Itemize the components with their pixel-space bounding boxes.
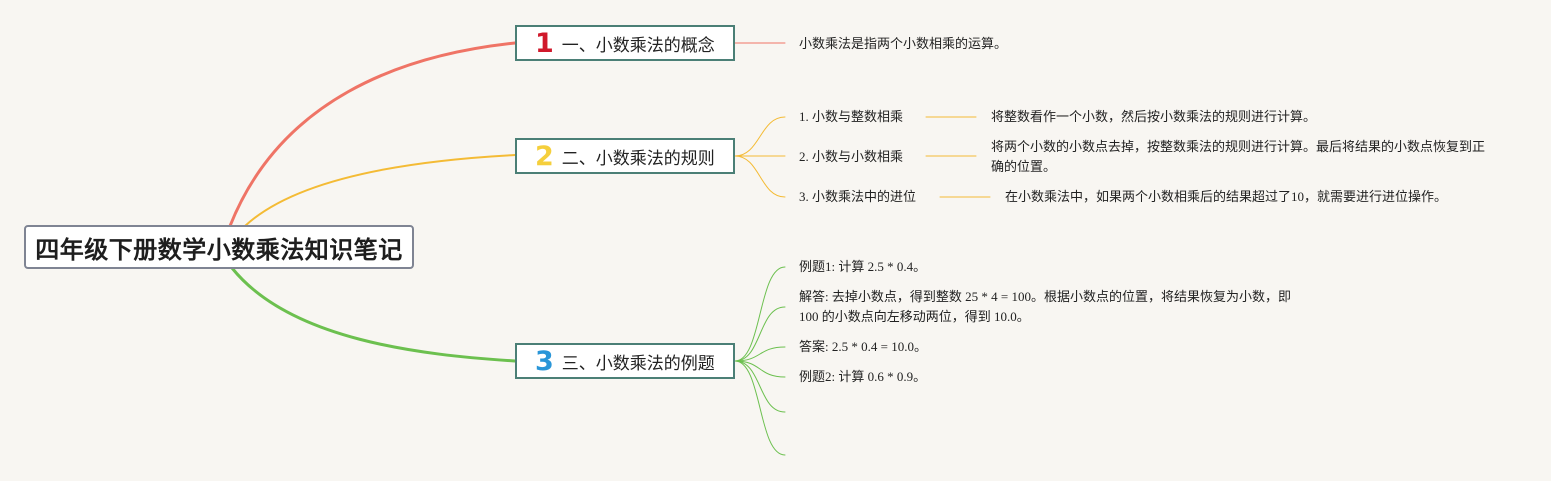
connector-root-branch-2 — [244, 154, 516, 227]
connector-branch-3-item-1 — [734, 266, 786, 362]
concept-detail[interactable]: 小数乘法是指两个小数相乘的运算。 — [799, 36, 1008, 51]
branch-title: 一、小数乘法的概念 — [561, 35, 715, 56]
example-1-answer[interactable]: 答案: 2.5 * 0.4 = 10.0。 — [799, 339, 927, 354]
connector-branch-3-item-3 — [734, 346, 786, 362]
branch-title: 三、小数乘法的例题 — [561, 353, 715, 374]
connector-root-branch-3 — [230, 266, 517, 363]
connector-branch-2-item-3 — [734, 155, 786, 198]
branch-number-1: 1 — [535, 27, 554, 59]
connector-branch-3-item-2 — [734, 306, 786, 362]
root-topic[interactable]: 四年级下册数学小数乘法知识笔记 — [24, 225, 414, 269]
rule-detail-2[interactable]: 将两个小数的小数点去掉，按整数乘法的规则进行计算。最后将结果的小数点恢复到正确的… — [991, 139, 1486, 174]
rule-label-1[interactable]: 1. 小数与整数相乘 — [799, 109, 904, 124]
example-1-solution[interactable]: 解答: 去掉小数点，得到整数 25 * 4 = 100。根据小数点的位置，将结果… — [799, 289, 1291, 324]
connector-branch-2-item-1 — [734, 116, 786, 157]
connector-root-branch-1 — [228, 41, 517, 228]
branch-rules[interactable]: 2 二、小数乘法的规则 — [515, 138, 735, 174]
rule-label-2[interactable]: 2. 小数与小数相乘 — [799, 149, 904, 164]
root-title: 四年级下册数学小数乘法知识笔记 — [35, 235, 403, 264]
example-1-question[interactable]: 例题1: 计算 2.5 * 0.4。 — [799, 259, 927, 274]
example-2-question[interactable]: 例题2: 计算 0.6 * 0.9。 — [799, 369, 927, 384]
branch-number-2: 2 — [535, 140, 554, 172]
connector-branch-3-item-4 — [734, 360, 786, 378]
rule-label-3[interactable]: 3. 小数乘法中的进位 — [799, 189, 917, 204]
branch-number-3: 3 — [535, 345, 554, 377]
connector-branch-3-item-5 — [734, 360, 786, 413]
rule-detail-1[interactable]: 将整数看作一个小数，然后按小数乘法的规则进行计算。 — [991, 109, 1317, 124]
connector-branch-3-item-6 — [734, 360, 786, 456]
branch-title: 二、小数乘法的规则 — [561, 148, 715, 169]
branch-concept[interactable]: 1 一、小数乘法的概念 — [515, 25, 735, 61]
branch-examples[interactable]: 3 三、小数乘法的例题 — [515, 343, 735, 379]
rule-detail-3[interactable]: 在小数乘法中，如果两个小数相乘后的结果超过了10，就需要进行进位操作。 — [1005, 189, 1448, 204]
